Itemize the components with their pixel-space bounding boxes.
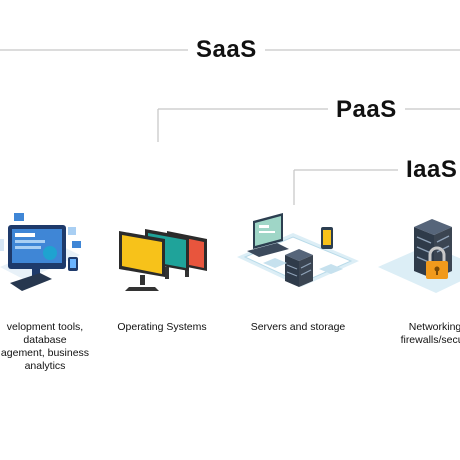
server-lock-icon [378, 219, 460, 293]
caption-networking: Networking firewalls/securi [370, 321, 460, 347]
server-storage-icon [237, 213, 359, 287]
caption-development-tools: velopment tools, database agement, busin… [0, 321, 110, 373]
developer-workstation-icon [0, 213, 81, 291]
column-servers-storage: Servers and storage [233, 205, 363, 385]
saas-label: SaaS [188, 36, 265, 64]
caption-line: analytics [24, 360, 66, 372]
caption-line: firewalls/securi [400, 334, 460, 346]
caption-operating-systems: Operating Systems [117, 321, 207, 333]
column-networking: Networking firewalls/securi [370, 205, 460, 385]
caption-line: database [23, 334, 67, 346]
column-development-tools: velopment tools, database agement, busin… [0, 205, 110, 385]
paas-label: PaaS [328, 96, 405, 124]
caption-line: velopment tools, [6, 321, 84, 333]
caption-servers-storage: Servers and storage [250, 321, 346, 333]
caption-line: Networking [408, 321, 460, 333]
iaas-label: IaaS [398, 156, 460, 184]
monitors-icon [119, 229, 207, 291]
column-operating-systems: Operating Systems [97, 205, 227, 385]
caption-line: agement, business [0, 347, 90, 359]
